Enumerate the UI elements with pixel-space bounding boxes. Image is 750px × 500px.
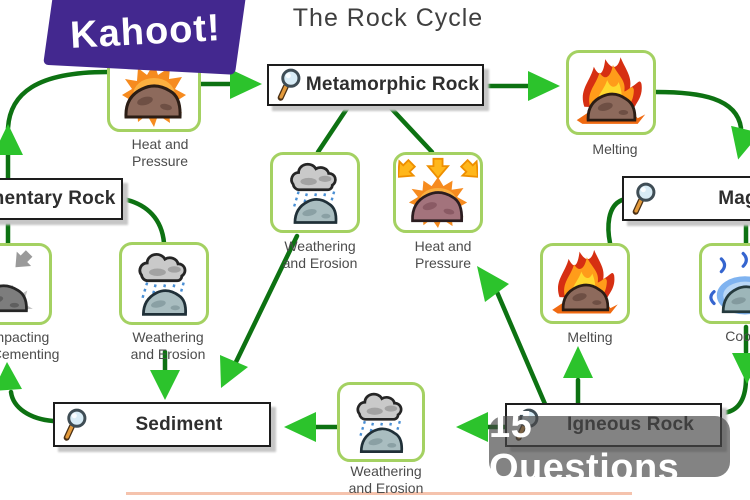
question-count-badge: 15 Questions — [489, 404, 730, 489]
line-igneous-to-heatpressure-mid — [494, 289, 548, 407]
curve-melting-to-magma — [653, 89, 744, 131]
label-compacting: Compacting and Cementing — [0, 329, 60, 362]
kahoot-logo-text: Kahoot! — [68, 6, 222, 57]
weathering-erosion-icon — [138, 253, 188, 316]
node-sediment: Sediment — [53, 402, 271, 447]
node-sedimentary-rock: Sedimentary Rock — [0, 178, 123, 220]
arrowhead-left-to-sediment — [284, 412, 316, 442]
curve-to-heat-pressure-top — [5, 69, 110, 131]
arrowhead-down-to-magma — [731, 125, 750, 160]
bottom-edge-line — [126, 492, 632, 495]
node-label: Magma — [718, 187, 750, 209]
node-label: Sediment — [135, 413, 223, 435]
node-metamorphic-rock: Metamorphic Rock — [267, 64, 484, 106]
arrowhead-up-to-melting-right — [563, 346, 593, 378]
compacting-icon-box — [0, 243, 52, 325]
label-heat-pressure-top: Heat and Pressure — [131, 136, 189, 169]
question-count-text: 15 Questions — [489, 403, 680, 489]
magnifier-icon — [63, 408, 87, 441]
weathering-erosion-icon — [290, 162, 338, 224]
node-magma: Magma — [622, 176, 750, 221]
arrowhead-down-to-sediment — [150, 370, 180, 400]
magnifier-icon — [632, 182, 656, 215]
label-weathering-bottom: Weathering and Erosion — [348, 463, 424, 496]
weathering-erosion-icon — [356, 392, 404, 453]
label-melting-right: Melting — [567, 329, 613, 345]
arrowhead-up-to-compacting — [0, 362, 22, 391]
arrowhead-right-to-metamorphic — [230, 69, 262, 99]
weathering-mid-icon-box — [270, 152, 360, 233]
line-metamorphic-to-weathering-mid — [315, 104, 351, 155]
label-heat-pressure-mid: Heat and Pressure — [414, 238, 472, 271]
weathering-left-icon-box — [119, 242, 209, 325]
line-heatpressure-mid-to-metamorphic — [387, 104, 435, 155]
node-label: Sedimentary Rock — [0, 188, 116, 209]
node-label: Metamorphic Rock — [305, 74, 480, 95]
arrowhead-up-sedimentary — [0, 124, 23, 155]
page-title: The Rock Cycle — [292, 4, 484, 32]
cooling-icon — [709, 251, 750, 315]
curve-melting-right-to-magma — [606, 197, 625, 246]
weathering-bottom-icon-box — [337, 382, 425, 462]
curve-sedimentary-to-weathering-left — [120, 196, 167, 246]
heat-pressure-icon — [398, 157, 478, 228]
heat-pressure-icon — [122, 63, 186, 127]
arrowhead-right-to-melting — [528, 71, 560, 101]
compacting-cementing-icon — [0, 250, 33, 313]
cooling-icon-box — [699, 243, 750, 324]
label-cooling: Cooling — [725, 328, 750, 344]
melting-top-icon-box — [566, 50, 656, 135]
arrowhead-left-to-weathering-bottom — [456, 412, 488, 442]
melting-right-icon-box — [540, 243, 630, 324]
magnifier-icon — [277, 68, 301, 101]
label-weathering-left: Weathering and Erosion — [130, 329, 206, 362]
melting-icon — [552, 249, 618, 314]
curve-sediment-to-compacting — [8, 389, 56, 424]
label-melting-top: Melting — [592, 141, 638, 157]
arrowhead-down-to-igneous — [732, 353, 750, 384]
heat-pressure-mid-icon-box — [393, 152, 483, 233]
melting-icon — [576, 57, 646, 124]
kahoot-logo: Kahoot! — [43, 0, 247, 75]
